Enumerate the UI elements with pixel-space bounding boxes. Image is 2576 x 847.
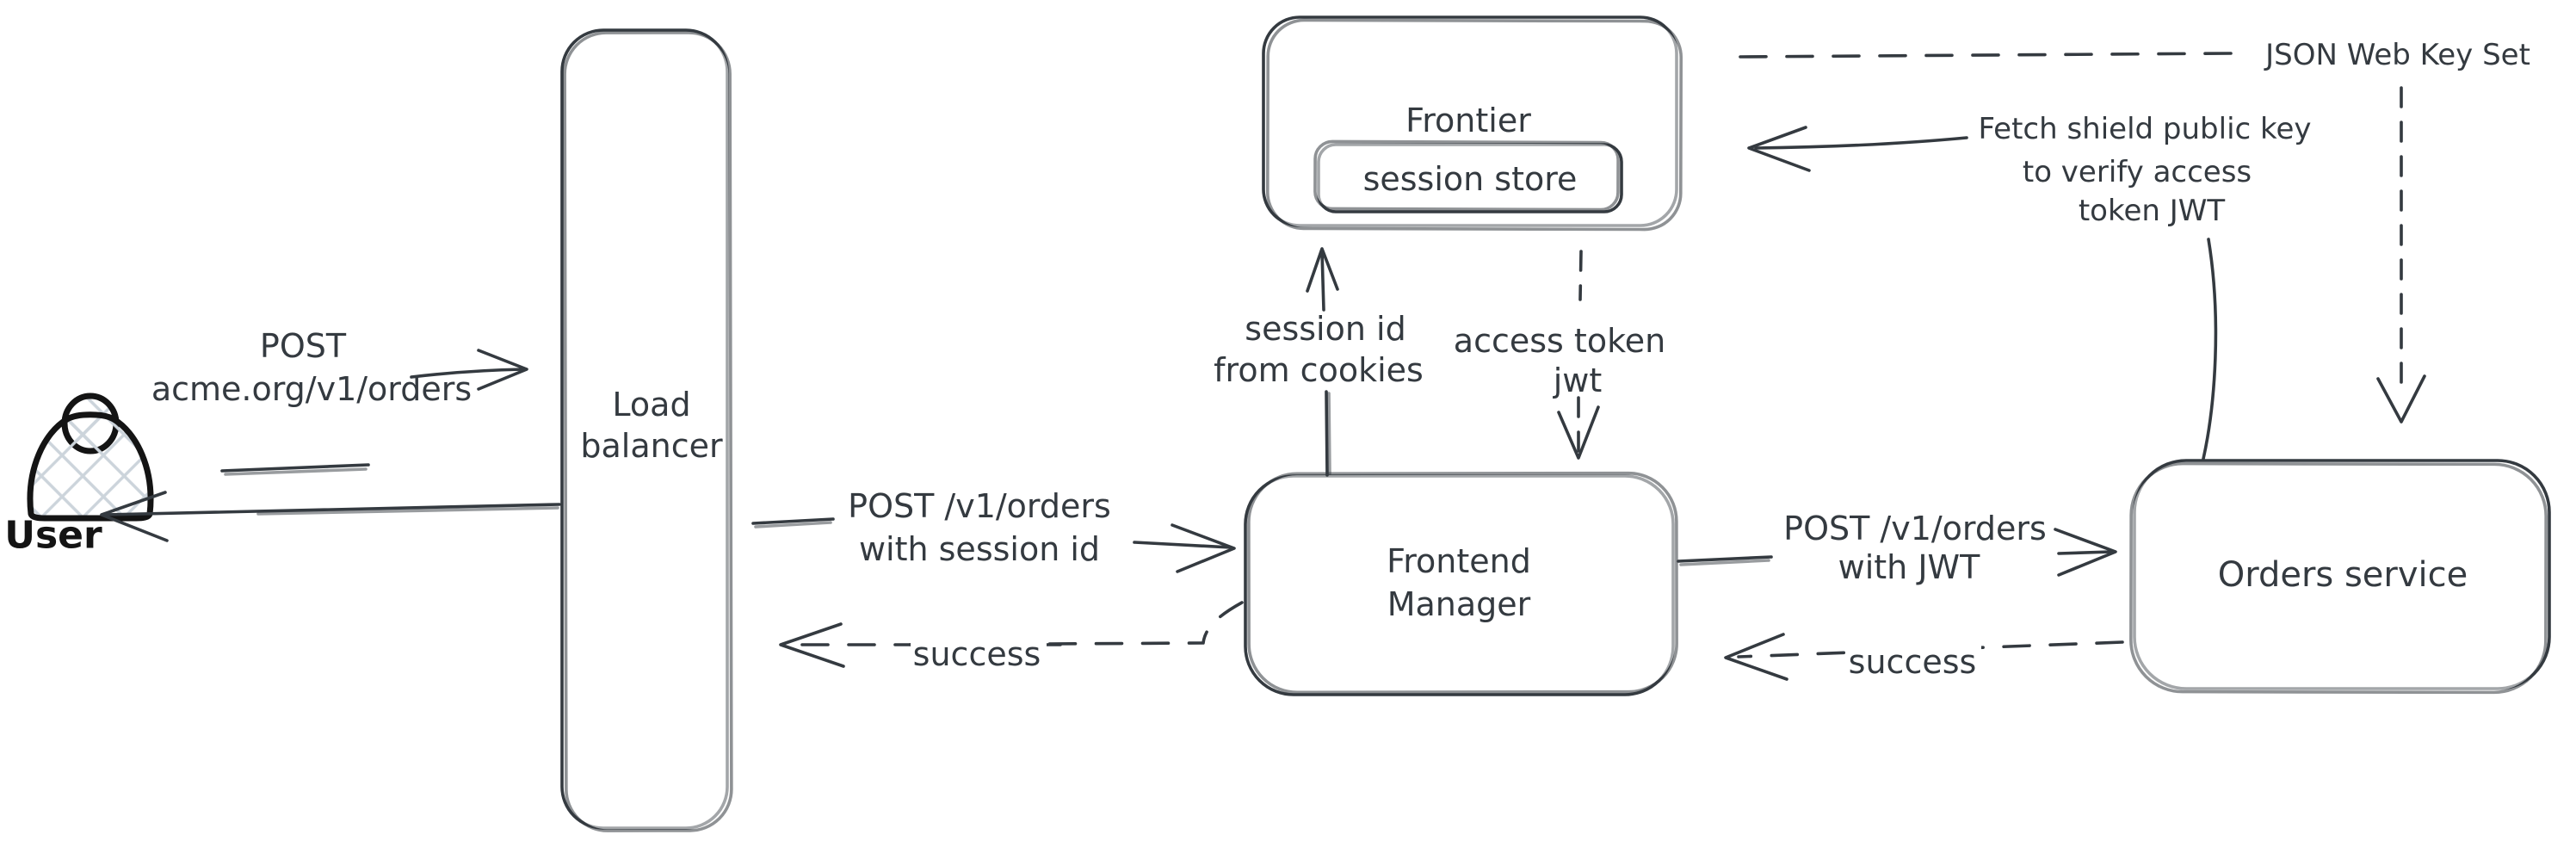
frontend-manager-label-line2: Manager [1387, 585, 1531, 623]
session-store-label: session store [1363, 160, 1578, 198]
success-orders-label-bg [1845, 642, 1981, 682]
success-lb-label: success [913, 635, 1041, 673]
fetch-key-label-line3: token JWT [2079, 194, 2226, 228]
orders-service-label: Orders service [2218, 555, 2468, 595]
frontend-to-orders-label-line2: with JWT [1838, 548, 1980, 586]
session-lookup-label-line1: session id [1245, 310, 1405, 348]
arrow-load-balancer-to-user [100, 491, 561, 542]
load-balancer-label-line2: balancer [580, 427, 723, 465]
session-store-node [1313, 139, 1623, 213]
user-label: User [4, 514, 102, 558]
arrow-user-to-load-balancer [220, 349, 528, 476]
arrow-frontend-to-orders [1677, 528, 2117, 577]
arrow-success-to-lb [779, 601, 1244, 668]
frontend-to-orders-label-line1: POST /v1/orders [1783, 510, 2047, 547]
jwks-label: JSON Web Key Set [2264, 38, 2530, 72]
arrow-fetch-key [1747, 126, 2218, 461]
lb-to-frontend-label-line1: POST /v1/orders [848, 487, 1111, 525]
load-balancer-node [560, 28, 733, 833]
jwks-dashed-link [1739, 52, 2426, 424]
lb-to-frontend-label-line2: with session id [859, 530, 1100, 568]
arrow-lb-to-frontend-manager [751, 517, 1236, 573]
arrow-session-id-up [1306, 247, 1339, 477]
user-request-label-line2: acme.org/v1/orders [151, 370, 472, 408]
session-lookup-label-line2: from cookies [1214, 351, 1424, 389]
access-token-label-line1: access token [1454, 322, 1665, 360]
success-orders-label: success [1849, 643, 1977, 681]
arrow-access-token-down [1557, 250, 1600, 460]
user-icon [27, 393, 154, 522]
frontend-manager-label-line1: Frontend [1387, 542, 1531, 580]
fetch-key-label-line2: to verify access [2023, 155, 2252, 189]
success-lb-label-bg [911, 634, 1047, 673]
user-request-label-line1: POST [260, 327, 347, 365]
fetch-key-label-line1: Fetch shield public key [1978, 112, 2311, 146]
frontend-manager-node [1244, 471, 1679, 696]
load-balancer-label-line1: Load [612, 386, 690, 424]
access-token-label-line2: jwt [1553, 362, 1603, 399]
frontier-label: Frontier [1405, 102, 1531, 139]
orders-service-node [2128, 459, 2551, 695]
